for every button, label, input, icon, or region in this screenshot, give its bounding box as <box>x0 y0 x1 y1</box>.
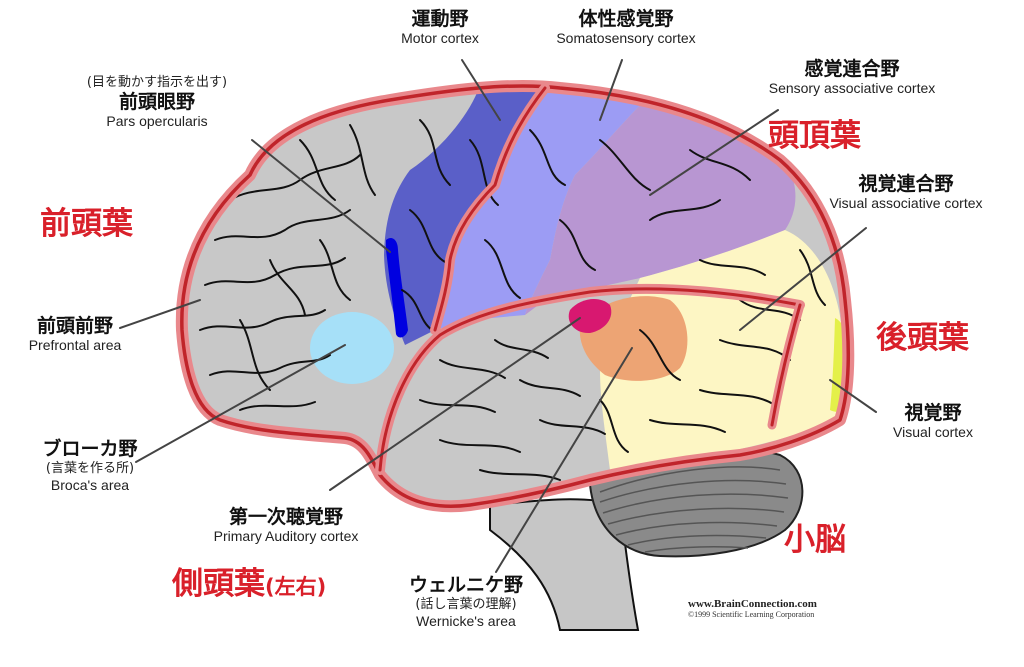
visual-associative-label: 視覚連合野 Visual associative cortex <box>796 173 1016 212</box>
primary-auditory-jp: 第一次聴覚野 <box>228 506 343 528</box>
somatosensory-cortex-label: 体性感覚野 Somatosensory cortex <box>526 8 726 47</box>
primary-auditory-region <box>568 298 612 334</box>
temporal-lobe-note: (左右) <box>265 575 327 599</box>
sensory-associative-en: Sensory associative cortex <box>768 80 936 96</box>
temporal-lobe-label: 側頭葉(左右) <box>172 566 326 605</box>
visual-associative-en: Visual associative cortex <box>829 195 983 211</box>
frontal-eye-field-label: (目を動かす指示を出す) 前頭眼野 Pars opercularis <box>42 74 272 130</box>
frontal-lobe-label: 前頭葉 <box>40 206 133 242</box>
broca-area-note: (言葉を作る所) <box>45 461 135 476</box>
prefrontal-area-en: Prefrontal area <box>28 337 122 353</box>
broca-region <box>310 312 394 384</box>
frontal-eye-field-en: Pars opercularis <box>106 113 208 129</box>
prefrontal-area-jp: 前頭前野 <box>36 315 113 337</box>
leader-lines <box>119 59 877 573</box>
temporal-lobe-text: 側頭葉 <box>172 566 265 602</box>
somatosensory-region <box>435 88 650 330</box>
parietal-lobe-label: 頭頂葉 <box>768 118 861 154</box>
cerebellum <box>588 447 804 558</box>
primary-auditory-label: 第一次聴覚野 Primary Auditory cortex <box>186 506 386 545</box>
wernicke-area-note: (話し言葉の理解) <box>415 597 517 612</box>
visual-cortex-jp: 視覚野 <box>904 402 962 424</box>
somatosensory-cortex-en: Somatosensory cortex <box>556 30 696 46</box>
somatosensory-cortex-jp: 体性感覚野 <box>578 8 674 30</box>
frontal-eye-field-region <box>386 238 408 338</box>
lobe-outlines <box>175 79 855 513</box>
credit: www.BrainConnection.com ©1999 Scientific… <box>688 598 817 619</box>
credit-copyright: ©1999 Scientific Learning Corporation <box>688 610 815 619</box>
sensory-associative-jp: 感覚連合野 <box>804 58 900 80</box>
visual-cortex-en: Visual cortex <box>893 424 973 440</box>
broca-area-label: ブローカ野 (言葉を作る所) Broca's area <box>20 438 160 494</box>
frontal-eye-field-note: (目を動かす指示を出す) <box>86 75 228 90</box>
occipital-lobe-label: 後頭葉 <box>876 320 969 356</box>
motor-cortex-en: Motor cortex <box>401 30 479 46</box>
broca-area-en: Broca's area <box>50 477 130 493</box>
motor-cortex-jp: 運動野 <box>411 8 469 30</box>
credit-site: www.BrainConnection.com <box>688 598 817 610</box>
visual-associative-jp: 視覚連合野 <box>858 173 954 195</box>
wernicke-area-jp: ウェルニケ野 <box>408 574 523 596</box>
sensory-associative-label: 感覚連合野 Sensory associative cortex <box>728 58 976 97</box>
gyri-texture <box>199 119 826 481</box>
broca-area-jp: ブローカ野 <box>42 438 138 460</box>
brainstem <box>489 498 640 631</box>
primary-auditory-en: Primary Auditory cortex <box>213 528 359 544</box>
cerebellum-label: 小脳 <box>784 522 846 558</box>
sensory-associative-region <box>525 95 796 315</box>
wernicke-area-en: Wernicke's area <box>416 613 516 629</box>
frontal-eye-field-jp: 前頭眼野 <box>118 91 195 113</box>
prefrontal-area-label: 前頭前野 Prefrontal area <box>8 315 142 354</box>
visual-cortex-label: 視覚野 Visual cortex <box>872 402 994 441</box>
motor-cortex-label: 運動野 Motor cortex <box>375 8 505 47</box>
wernicke-area-label: ウェルニケ野 (話し言葉の理解) Wernicke's area <box>390 574 542 630</box>
